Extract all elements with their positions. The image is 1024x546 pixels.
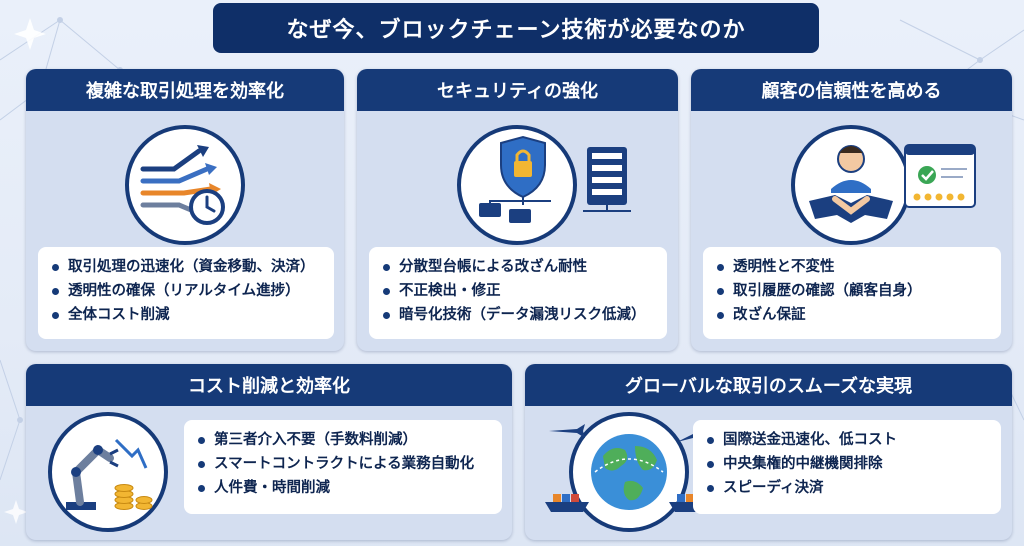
list-item: スマートコントラクトによる業務自動化 (198, 452, 492, 476)
panel-header: 顧客の信頼性を高める (691, 69, 1012, 111)
panel-header: セキュリティの強化 (357, 69, 678, 111)
list-item: 透明性と不変性 (717, 255, 991, 279)
list-item: 透明性の確保（リアルタイム進捗） (52, 279, 324, 303)
bullet-list: 取引処理の迅速化（資金移動、決済） 透明性の確保（リアルタイム進捗） 全体コスト… (38, 247, 334, 339)
airplane-left-icon (549, 424, 585, 438)
list-item: 改ざん保証 (717, 303, 991, 327)
panel-heading: グローバルな取引のスムーズな実現 (625, 376, 912, 397)
list-item: 取引処理の迅速化（資金移動、決済） (52, 255, 324, 279)
list-item: 国際送金迅速化、低コスト (707, 428, 991, 452)
list-item: 第三者介入不要（手数料削減） (198, 428, 492, 452)
panel-header: 複雑な取引処理を効率化 (26, 69, 344, 111)
bullet-list: 透明性と不変性 取引履歴の確認（顧客自身） 改ざん保証 (703, 247, 1001, 339)
list-item: 取引履歴の確認（顧客自身） (717, 279, 991, 303)
list-item: 分散型台帳による改ざん耐性 (383, 255, 657, 279)
panel-heading: コスト削減と効率化 (188, 376, 350, 397)
panel-header: グローバルな取引のスムーズな実現 (525, 364, 1012, 406)
panel-security: セキュリティの強化 分散型台帳による改ざん耐性 不正検出・修正 暗号化技術（デー… (357, 69, 678, 351)
panel-global-transactions: グローバルな取引のスムーズな実現 国際送金迅速化、低コスト 中央集権的中継機関排… (525, 364, 1012, 540)
bullet-list: 第三者介入不要（手数料削減） スマートコントラクトによる業務自動化 人件費・時間… (184, 420, 502, 514)
panel-heading: 複雑な取引処理を効率化 (86, 81, 284, 102)
shield-lock-icon (457, 125, 577, 245)
page-title: なぜ今、ブロックチェーン技術が必要なのか (213, 3, 819, 53)
robot-arm-coins-icon (48, 412, 168, 532)
list-item: 人件費・時間削減 (198, 476, 492, 500)
cargo-ship-icon (545, 494, 589, 512)
rating-window-icon (904, 144, 976, 208)
arrows-clock-icon (125, 125, 245, 245)
panel-heading: セキュリティの強化 (437, 81, 598, 102)
handshake-icon (791, 125, 911, 245)
list-item: スピーディ決済 (707, 476, 991, 500)
list-item: 不正検出・修正 (383, 279, 657, 303)
page-title-text: なぜ今、ブロックチェーン技術が必要なのか (286, 18, 746, 43)
list-item: 全体コスト削減 (52, 303, 324, 327)
panel-cost-reduction: コスト削減と効率化 第三者介入不要（手数料削減） スマートコントラクトによる業務… (26, 364, 512, 540)
server-rack-icon (583, 147, 631, 212)
bullet-list: 分散型台帳による改ざん耐性 不正検出・修正 暗号化技術（データ漏洩リスク低減） (369, 247, 667, 339)
bullet-list: 国際送金迅速化、低コスト 中央集権的中継機関排除 スピーディ決済 (693, 420, 1001, 514)
panel-header: コスト削減と効率化 (26, 364, 512, 406)
panel-customer-trust: 顧客の信頼性を高める 透明性と不変性 取引履歴の確認（顧客自身） 改ざん保証 (691, 69, 1012, 351)
panel-transaction-efficiency: 複雑な取引処理を効率化 取引処理の迅速化（資金移動、決済） 透明性の確保（リアル… (26, 69, 344, 351)
list-item: 中央集権的中継機関排除 (707, 452, 991, 476)
globe-icon (569, 412, 689, 532)
panel-heading: 顧客の信頼性を高める (761, 81, 942, 102)
list-item: 暗号化技術（データ漏洩リスク低減） (383, 303, 657, 327)
